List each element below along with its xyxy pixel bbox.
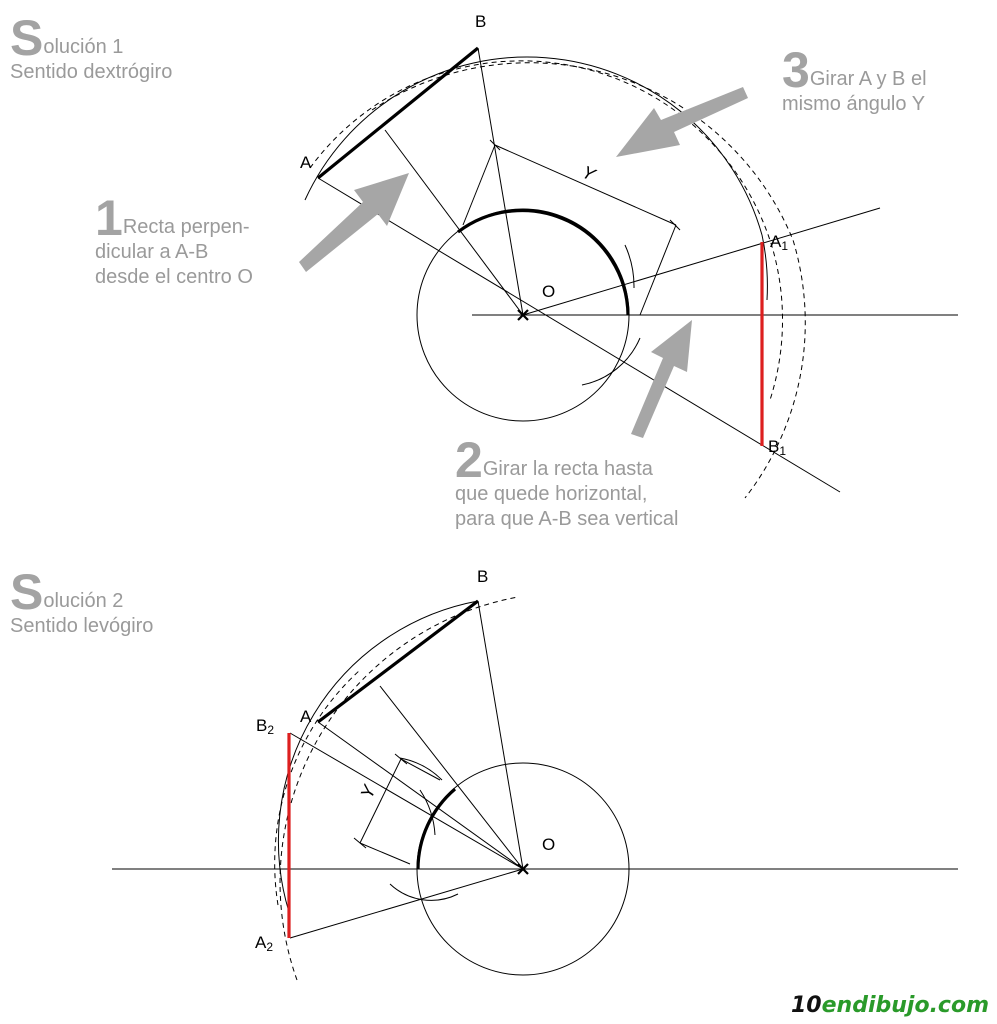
solution2-line-OB xyxy=(477,600,524,870)
solution2-line-OA2 xyxy=(289,868,524,939)
solution2-construction-arc-1 xyxy=(399,757,443,781)
solution2-O-marker-b xyxy=(517,863,529,875)
solution1-dim-ext-2 xyxy=(639,224,677,316)
solution2-subtitle: Sentido levógiro xyxy=(10,615,154,637)
step3-number: 3 xyxy=(782,42,810,98)
solution1-title-initial: S xyxy=(10,10,44,66)
solution1-perpendicular xyxy=(384,129,524,316)
step1-number: 1 xyxy=(95,190,123,246)
solution2-title-rest: olución 2 xyxy=(43,590,124,612)
step3-line-1: Girar A y B el xyxy=(809,68,927,90)
solution1-construction xyxy=(304,46,958,499)
step3-line-2: mismo ángulo Y xyxy=(782,93,926,115)
solution1-title: Solución 1 Sentido dextrógiro xyxy=(10,13,173,85)
solution2-perpendicular xyxy=(379,685,524,870)
solution1-dim-line xyxy=(494,144,677,226)
solution1-label-B1-letter: B xyxy=(768,437,779,456)
solution1-line-OA xyxy=(317,177,841,493)
solution2-title-initial: S xyxy=(10,564,44,620)
solution2-label-A2: A2 xyxy=(255,933,273,954)
solution1-line-OA1 xyxy=(522,207,881,316)
step1-line-3: desde el centro O xyxy=(95,266,253,288)
solution1-segment-AB xyxy=(316,46,480,180)
solution1-label-B1: B1 xyxy=(768,437,786,458)
step1-note: 1Recta perpen- dicular a A-B desde el ce… xyxy=(95,193,253,290)
solution2-line-OA xyxy=(317,721,524,870)
solution2-construction xyxy=(112,596,958,981)
step1-line-2: dicular a A-B xyxy=(95,241,209,263)
solution1-dim-tick-2 xyxy=(669,219,681,231)
brand-text: endibujo.com xyxy=(821,993,989,1018)
solution2-label-A2-letter: A xyxy=(255,933,267,952)
solution2-label-B2-sub: 2 xyxy=(267,723,274,737)
solution1-construction-arc-1 xyxy=(624,244,635,289)
solution1-O-marker-b xyxy=(517,309,529,321)
step2-arrow xyxy=(631,320,692,438)
solution2-dim-ext-2 xyxy=(359,842,411,865)
solution2-angle-arc xyxy=(416,787,457,870)
step3-arrow xyxy=(616,87,748,157)
solution1-large-arc-right xyxy=(761,234,768,301)
step2-number: 2 xyxy=(455,432,483,488)
solution1-label-A1: A1 xyxy=(770,232,788,253)
solution1-subtitle: Sentido dextrógiro xyxy=(10,61,173,83)
solution1-label-A1-letter: A xyxy=(770,232,782,251)
solution2-label-B2: B2 xyxy=(256,716,274,737)
solution1-construction-arc-2 xyxy=(581,337,641,386)
step2-line-1: Girar la recta hasta xyxy=(482,458,653,480)
solution1-label-B: B xyxy=(475,12,486,31)
solution2-label-O: O xyxy=(542,835,555,854)
solution2-dim-tick-2 xyxy=(353,837,367,849)
step1-line-1: Recta perpen- xyxy=(122,216,250,238)
solution1-dim-ext-1 xyxy=(462,144,496,226)
solution2-label-A2-sub: 2 xyxy=(266,940,273,954)
solution2-large-arc xyxy=(277,600,479,913)
solution2-construction-arc-2 xyxy=(389,883,459,901)
step1-arrow xyxy=(299,173,409,272)
step2-line-3: para que A-B sea vertical xyxy=(455,508,679,530)
solution1-label-A: A xyxy=(300,153,312,172)
solution1-label-Y: Y xyxy=(579,162,600,186)
solution2-title: Solución 2 Sentido levógiro xyxy=(10,567,154,639)
solution2-label-B: B xyxy=(477,567,488,586)
solution2-construction-arc-3 xyxy=(419,789,436,836)
solution1-large-arc xyxy=(304,56,763,236)
solution1-dashed-arc-outer xyxy=(371,62,806,499)
solution2-segment-AB xyxy=(317,599,479,724)
solution1-angle-arc xyxy=(457,208,630,316)
solution2-dim-ext-1 xyxy=(400,758,441,781)
solution2-line-OB2 xyxy=(289,732,524,870)
brand-logo: 10endibujo.com xyxy=(791,993,989,1018)
solution1-dim-tick-1 xyxy=(489,139,501,151)
step2-note: 2Girar la recta hasta que quede horizont… xyxy=(455,435,679,532)
solution1-line-OB xyxy=(477,47,524,316)
step3-note: 3Girar A y B el mismo ángulo Y xyxy=(782,45,927,117)
solution2-label-A: A xyxy=(300,707,312,726)
solution2-dim-line xyxy=(359,758,402,844)
solution1-label-O: O xyxy=(542,282,555,301)
brand-number: 10 xyxy=(791,993,822,1018)
solution1-dashed-arc-inner xyxy=(309,60,783,401)
step2-line-2: que quede horizontal, xyxy=(455,483,648,505)
solution1-title-rest: olución 1 xyxy=(43,36,124,58)
solution1-label-A1-sub: 1 xyxy=(781,239,788,253)
solution1-label-B1-sub: 1 xyxy=(779,444,786,458)
solution2-dashed-arc-outer xyxy=(279,596,519,981)
solution2-dim-tick-1 xyxy=(394,753,408,765)
solution2-label-B2-letter: B xyxy=(256,716,267,735)
